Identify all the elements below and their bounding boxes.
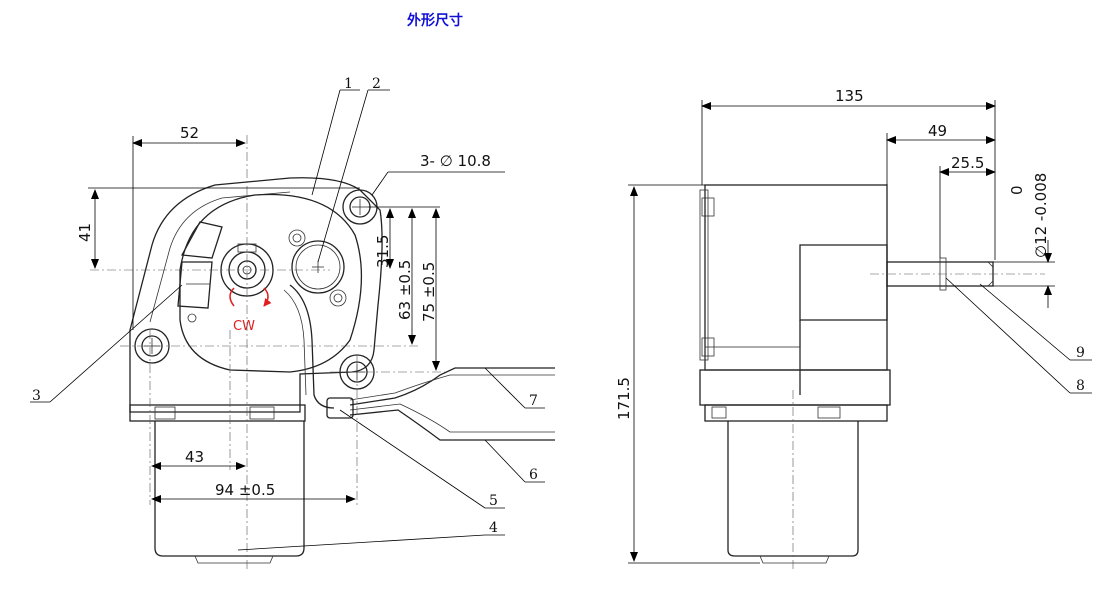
rotation-arrow bbox=[229, 287, 235, 307]
callout-2: 2 bbox=[372, 76, 381, 92]
dim-41: 41 bbox=[76, 223, 94, 242]
cable-loop bbox=[289, 284, 335, 409]
callout-5: 5 bbox=[489, 493, 498, 509]
dim-75: 75 ±0.5 bbox=[420, 262, 438, 322]
side-gearbox-body bbox=[704, 184, 888, 371]
side-flange bbox=[699, 369, 891, 406]
dim-43: 43 bbox=[185, 448, 204, 466]
switch-block bbox=[177, 221, 223, 323]
rotation-label: CW bbox=[233, 319, 255, 334]
dim-hole: 3- ∅ 10.8 bbox=[420, 152, 491, 170]
front-motor-body bbox=[154, 421, 305, 557]
side-view: 135 49 25.5 171.5 0 ∅12 -0.008 8 9 bbox=[615, 87, 1092, 570]
front-housing-outline bbox=[129, 177, 383, 413]
side-boss bbox=[799, 244, 888, 321]
dim-25-5: 25.5 bbox=[951, 154, 984, 172]
drawing-title: 外形尺寸 bbox=[407, 13, 463, 29]
callout-1: 1 bbox=[344, 76, 353, 92]
dim-shaft-dia: ∅12 -0.008 bbox=[1032, 173, 1050, 258]
dim-shaft-tol-upper: 0 bbox=[1008, 185, 1026, 195]
callout-6: 6 bbox=[529, 467, 538, 483]
callout-9: 9 bbox=[1076, 345, 1085, 361]
front-flange-strip bbox=[129, 404, 306, 422]
dim-135: 135 bbox=[835, 87, 864, 105]
dim-49: 49 bbox=[928, 122, 947, 140]
callout-3: 3 bbox=[32, 388, 41, 404]
dim-31-5: 31.5 bbox=[374, 235, 392, 268]
side-motor-body bbox=[727, 421, 859, 557]
callout-7: 7 bbox=[529, 393, 538, 409]
dim-52: 52 bbox=[180, 124, 199, 142]
front-view: CW 52 41 3- ∅ 10.8 31.5 bbox=[30, 76, 555, 570]
sensor-cap bbox=[291, 240, 345, 294]
dim-171-5: 171.5 bbox=[615, 377, 633, 420]
dim-94: 94 ±0.5 bbox=[215, 481, 275, 499]
inner-cover-plate bbox=[179, 193, 363, 373]
callout-8: 8 bbox=[1076, 378, 1085, 394]
callout-4: 4 bbox=[489, 520, 498, 536]
dim-63: 63 ±0.5 bbox=[396, 260, 414, 320]
